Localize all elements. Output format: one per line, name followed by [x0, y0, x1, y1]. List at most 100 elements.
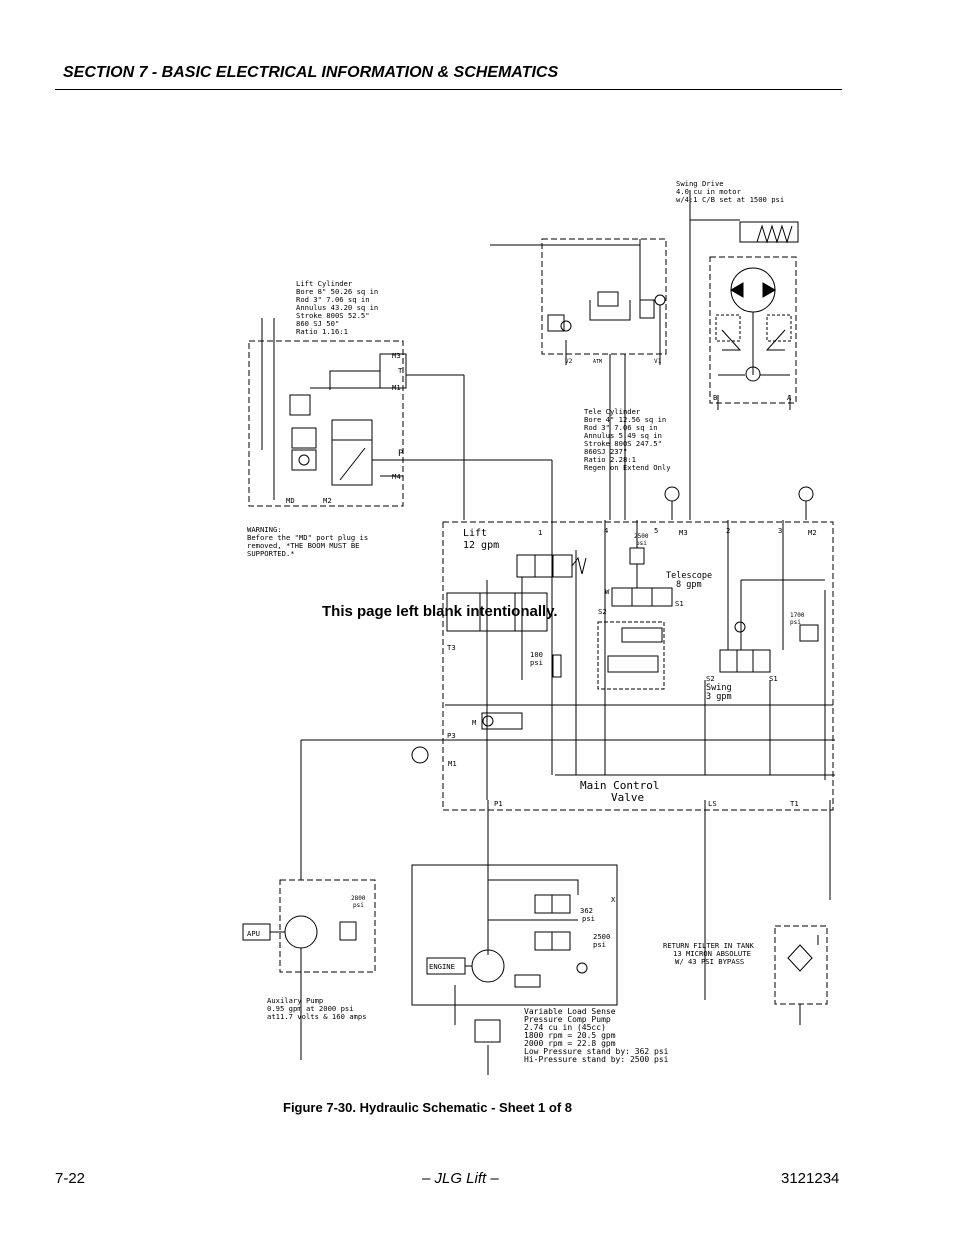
- port-label: T3: [447, 643, 456, 652]
- tele-cylinder-line: Regen on Extend Only: [584, 463, 671, 472]
- lift-section-flow: 12 gpm: [463, 540, 499, 551]
- port-label: M1: [448, 759, 457, 768]
- telescope-section-flow: 8 gpm: [676, 580, 702, 590]
- tele-cylinder-line: Bore 4" 12.56 sq in: [584, 415, 666, 424]
- port-label: P1: [494, 799, 503, 808]
- lift-holding-valve-box: [248, 340, 404, 507]
- port-label: ATM: [593, 359, 602, 365]
- relief-label: psi: [582, 914, 595, 923]
- pump-note-line: Variable Load Sense: [524, 1007, 616, 1016]
- tele-regen-box: [597, 621, 665, 690]
- relief-label: 2500: [593, 932, 610, 941]
- pump-note-line: 2000 rpm = 22.8 gpm: [524, 1039, 616, 1048]
- engine-label: ENGINE: [429, 962, 455, 971]
- port-label: S1: [675, 599, 684, 608]
- tele-cylinder-line: 860SJ 237": [584, 447, 627, 456]
- tele-solenoid: [597, 291, 619, 307]
- port-label: W: [605, 587, 610, 596]
- blank-page-note: This page left blank intentionally.: [322, 603, 558, 620]
- port-label: A: [787, 393, 792, 402]
- port-label: P3: [447, 731, 456, 740]
- port-label: B: [713, 393, 717, 402]
- swing-brake-symbol: [739, 221, 799, 243]
- lift-section-label: Lift: [463, 528, 487, 539]
- lift-cylinder-line: 860 SJ 50": [296, 319, 339, 328]
- lift-cylinder-line: Bore 8" 50.26 sq in: [296, 287, 378, 296]
- port-label: MD: [286, 496, 295, 505]
- section-header: SECTION 7 - BASIC ELECTRICAL INFORMATION…: [63, 64, 559, 81]
- port-label: 4: [604, 526, 608, 535]
- port-label: M4: [392, 472, 401, 481]
- return-filter-symbol: [787, 944, 813, 972]
- tele-cylinder-line: Tele Cylinder: [584, 407, 641, 416]
- main-valve-label: Valve: [611, 791, 644, 804]
- lift-cylinder-line: Lift Cylinder: [296, 279, 353, 288]
- aux-pump-line: 0.95 gpm at 2000 psi: [267, 1004, 354, 1013]
- apu-label: APU: [247, 929, 260, 938]
- port-label: V2: [565, 358, 573, 365]
- pump-note-line: Pressure Comp Pump: [524, 1015, 611, 1024]
- figure-caption: Figure 7-30. Hydraulic Schematic - Sheet…: [283, 1100, 572, 1115]
- port-label: P: [398, 449, 404, 459]
- lift-cylinder-line: Rod 3" 7.06 sq in: [296, 295, 370, 304]
- pump-note-line: 1800 rpm = 20.5 gpm: [524, 1031, 616, 1040]
- pump-note-line: Low Pressure stand by: 362 psi: [524, 1047, 669, 1056]
- port-label: V1: [654, 358, 662, 365]
- pump-note-line: Hi-Pressure stand by: 2500 psi: [524, 1055, 669, 1064]
- suction-strainer: [474, 1019, 501, 1043]
- relief-label: psi: [593, 940, 606, 949]
- tele-spool: [611, 587, 673, 607]
- port-label: X: [611, 895, 616, 904]
- warning-line: WARNING:: [247, 525, 282, 534]
- relief-label: 2500: [634, 533, 649, 540]
- header-rule: [55, 89, 842, 90]
- footer-brand: – JLG Lift –: [422, 1170, 499, 1187]
- port-label: S1: [769, 674, 778, 683]
- return-filter-line: 13 MICRON ABSOLUTE: [673, 949, 751, 958]
- port-label: T: [398, 366, 403, 375]
- aux-pump-line: at11.7 volts & 160 amps: [267, 1012, 367, 1021]
- relief-label: psi: [636, 540, 647, 547]
- port-label: 1: [538, 528, 542, 537]
- tele-holding-valve-box: [541, 238, 667, 355]
- relief-label: 1700: [790, 612, 805, 619]
- document-number: 3121234: [781, 1170, 840, 1187]
- swing-drive-line: 4.0 cu in motor: [676, 187, 742, 196]
- port-label: M3: [392, 351, 401, 360]
- swing-drive-box: [709, 256, 797, 404]
- swing-check-valve: [745, 366, 761, 382]
- port-label: M: [472, 718, 477, 727]
- swing-section-flow: 3 gpm: [706, 692, 732, 702]
- return-filter-line: RETURN FILTER IN TANK: [663, 941, 755, 950]
- relief-label: psi: [790, 619, 801, 626]
- page-number: 7-22: [55, 1170, 86, 1187]
- warning-line: removed, *THE BOOM MUST BE: [247, 541, 360, 550]
- relief-label: psi: [530, 658, 543, 667]
- tele-cylinder-line: Ratio 2.28:1: [584, 455, 636, 464]
- relief-label: 362: [580, 906, 593, 915]
- relief-label: psi: [353, 902, 364, 909]
- aux-pump-box: [279, 879, 376, 973]
- lift-cylinder-line: Annulus 43.20 sq in: [296, 303, 378, 312]
- port-label: M1: [392, 383, 401, 392]
- port-label: 5: [654, 526, 658, 535]
- swing-drive-line: Swing Drive: [676, 179, 724, 188]
- return-filter-line: W/ 43 PSI BYPASS: [675, 957, 744, 966]
- port-label: T1: [790, 799, 799, 808]
- swing-spool: [719, 649, 771, 673]
- unloader-valve: [481, 712, 523, 730]
- warning-line: SUPPORTED.*: [247, 549, 295, 558]
- port-label: 3: [778, 526, 782, 535]
- telescope-section-label: Telescope: [666, 571, 712, 581]
- port-label: S2: [598, 607, 607, 616]
- aux-pump-line: Auxilary Pump: [267, 996, 323, 1005]
- main-pump-box: [411, 864, 618, 1006]
- lift-cylinder-line: Ratio 1.16:1: [296, 327, 348, 336]
- relief-label: 100: [530, 650, 543, 659]
- tele-cylinder-line: Annulus 5.49 sq in: [584, 431, 662, 440]
- relief-label: 2800: [351, 895, 366, 902]
- port-label: S2: [706, 674, 715, 683]
- main-valve-label: Main Control: [580, 779, 659, 792]
- swing-section-label: Swing: [706, 683, 732, 693]
